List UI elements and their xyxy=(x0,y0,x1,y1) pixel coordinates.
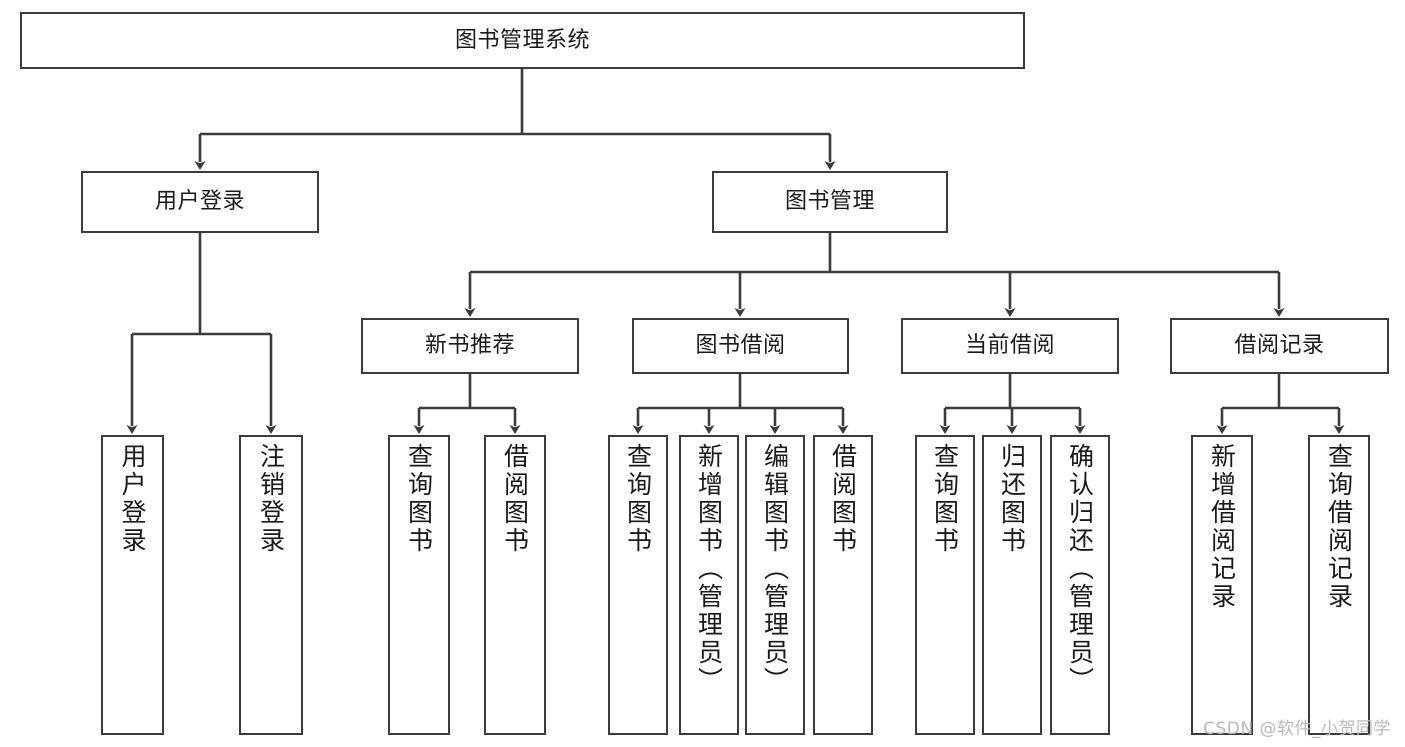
node-leaf-confirm-return[interactable]: 确认归还（管理员） xyxy=(1050,435,1110,735)
node-label: 借阅记录 xyxy=(1234,333,1325,359)
watermark-text: CSDN @软件_小贺同学 xyxy=(1203,719,1391,739)
node-label: 查询图书 xyxy=(930,443,960,555)
node-label: 注销登录 xyxy=(256,443,286,555)
node-leaf-user-login[interactable]: 用户登录 xyxy=(101,435,164,735)
node-current-borrowing[interactable]: 当前借阅 xyxy=(901,318,1119,374)
node-label: 确认归还（管理员） xyxy=(1065,443,1095,695)
node-leaf-add-borrow-record[interactable]: 新增借阅记录 xyxy=(1191,435,1253,735)
node-root-system[interactable]: 图书管理系统 xyxy=(20,12,1025,69)
node-label: 用户登录 xyxy=(154,189,245,215)
node-label: 新增图书（管理员） xyxy=(694,443,724,695)
node-leaf-query-book-3[interactable]: 查询图书 xyxy=(915,435,975,735)
node-label: 查询图书 xyxy=(623,443,653,555)
node-leaf-query-book-2[interactable]: 查询图书 xyxy=(608,435,668,735)
node-new-book-recommendation[interactable]: 新书推荐 xyxy=(361,318,579,374)
node-label: 新书推荐 xyxy=(424,333,515,359)
node-leaf-return-book[interactable]: 归还图书 xyxy=(982,435,1042,735)
node-label: 图书管理系统 xyxy=(454,27,590,53)
node-book-borrowing[interactable]: 图书借阅 xyxy=(632,318,849,374)
node-label: 用户登录 xyxy=(118,443,147,555)
node-label: 编辑图书（管理员） xyxy=(760,443,790,695)
node-leaf-borrow-book-2[interactable]: 借阅图书 xyxy=(813,435,873,735)
node-leaf-edit-book[interactable]: 编辑图书（管理员） xyxy=(745,435,805,735)
node-label: 归还图书 xyxy=(997,443,1027,555)
node-label: 图书借阅 xyxy=(695,333,786,359)
node-label: 借阅图书 xyxy=(500,443,530,555)
node-leaf-add-book[interactable]: 新增图书（管理员） xyxy=(679,435,739,735)
node-leaf-query-book-1[interactable]: 查询图书 xyxy=(388,435,450,735)
node-label: 图书管理 xyxy=(784,189,875,215)
node-user-login-group[interactable]: 用户登录 xyxy=(81,171,319,233)
node-label: 查询图书 xyxy=(404,443,434,555)
node-leaf-query-borrow-record[interactable]: 查询借阅记录 xyxy=(1308,435,1370,735)
node-book-management[interactable]: 图书管理 xyxy=(712,171,948,233)
node-borrowing-record[interactable]: 借阅记录 xyxy=(1170,318,1389,374)
node-leaf-borrow-book-1[interactable]: 借阅图书 xyxy=(484,435,546,735)
node-label: 当前借阅 xyxy=(964,333,1055,359)
node-leaf-logout[interactable]: 注销登录 xyxy=(239,435,303,735)
node-label: 新增借阅记录 xyxy=(1207,443,1237,611)
node-label: 查询借阅记录 xyxy=(1324,443,1354,611)
node-label: 借阅图书 xyxy=(828,443,858,555)
